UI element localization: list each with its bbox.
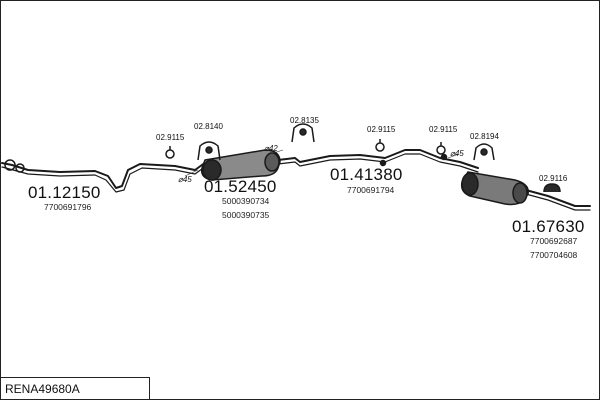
oem-number: 7700692687 — [530, 236, 578, 246]
diameter-callout: ⌀45 — [450, 149, 464, 158]
oem-number: 7700691796 — [44, 202, 92, 212]
part-number: 01.67630 — [512, 217, 585, 236]
fitting-number: 02.9115 — [367, 125, 396, 134]
part-number: 01.41380 — [330, 165, 403, 184]
oem-number: 5000390735 — [222, 210, 270, 220]
dia-leader-2 — [269, 149, 284, 155]
tail-pipe-inner — [521, 192, 591, 211]
front-pipe — [1, 161, 207, 189]
fitting-number: 02.8140 — [194, 122, 223, 131]
fitting-number: 02.8135 — [290, 116, 319, 125]
hanger-4 — [543, 183, 561, 193]
fitting-number: 02.9115 — [156, 133, 185, 142]
rubber-mount-1 — [197, 141, 221, 161]
rubber-mount-2 — [291, 123, 315, 143]
tail-pipe — [521, 188, 591, 207]
front-pipe-inner — [1, 165, 207, 193]
front-flange-2 — [15, 163, 25, 173]
hanger-1 — [165, 146, 175, 159]
rubber-mount-3 — [473, 143, 495, 161]
oem-number: 7700704608 — [530, 250, 578, 260]
part-number: 01.12150 — [28, 183, 101, 202]
oem-number: 5000390734 — [222, 196, 270, 206]
dia-leader-1 — [184, 169, 199, 177]
part-number: 01.52450 — [204, 177, 277, 196]
rear-silencer — [460, 171, 529, 206]
hanger-3 — [436, 142, 448, 161]
dia-leader-3 — [447, 153, 460, 159]
oem-number: 7700691794 — [347, 185, 395, 195]
middle-silencer — [200, 149, 281, 181]
diameter-callout: ⌀42 — [264, 144, 278, 153]
reference-box: RENA49680A — [0, 377, 150, 400]
fitting-number: 02.8194 — [470, 132, 499, 141]
intermediate-pipe — [277, 149, 479, 169]
fitting-number: 02.9116 — [539, 174, 568, 183]
fitting-number: 02.9115 — [429, 125, 458, 134]
diameter-callout: ⌀45 — [178, 175, 192, 184]
front-flange — [4, 159, 16, 171]
hanger-2 — [375, 139, 387, 167]
reference-code: RENA49680A — [5, 382, 80, 396]
